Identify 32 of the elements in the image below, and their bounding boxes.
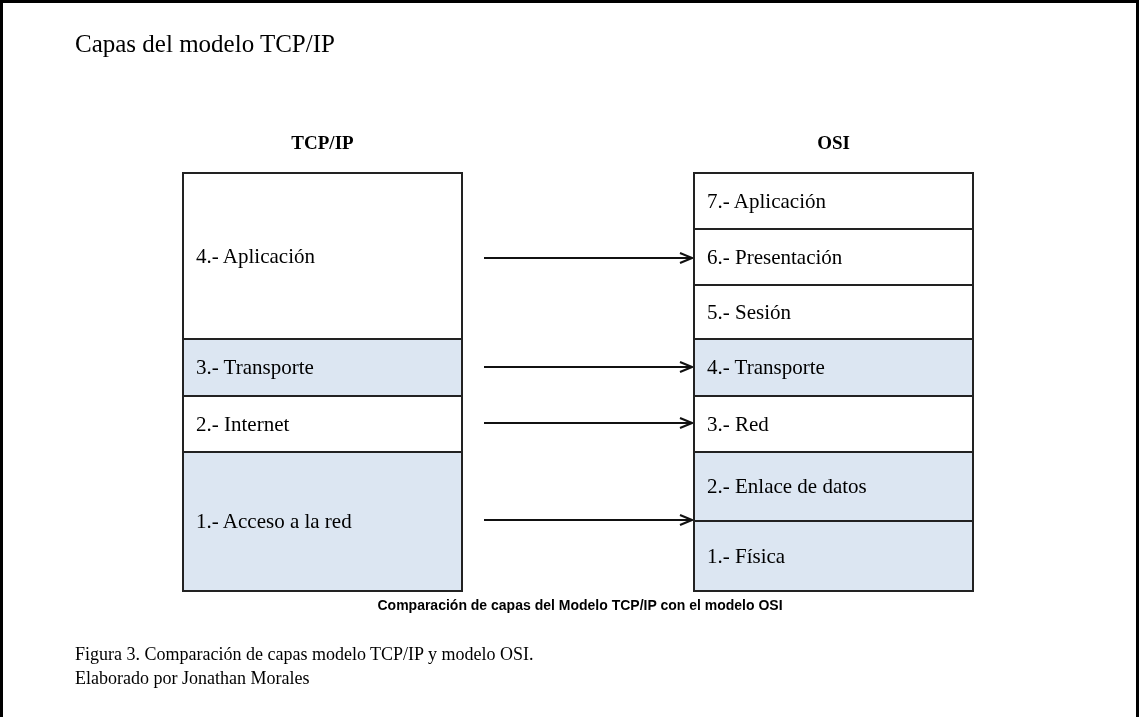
diagram-title: Capas del modelo TCP/IP bbox=[75, 30, 335, 58]
layer-box bbox=[693, 338, 974, 397]
layer-label: 5.- Sesión bbox=[707, 299, 791, 325]
layer-box bbox=[693, 228, 974, 286]
arrow bbox=[483, 361, 693, 373]
credit-note: Elaborado por Jonathan Morales bbox=[75, 668, 310, 689]
layer-label: 3.- Transporte bbox=[196, 355, 314, 380]
layer-label: 7.- Aplicación bbox=[707, 188, 826, 214]
layer-box bbox=[182, 451, 463, 592]
figure-subtitle: Comparación de capas del Modelo TCP/IP con el modelo OSI bbox=[376, 597, 784, 613]
layer-label: 2.- Enlace de datos bbox=[707, 474, 867, 499]
layer-label: 4.- Transporte bbox=[707, 355, 825, 380]
layer-box bbox=[182, 395, 463, 453]
layer-box bbox=[693, 520, 974, 592]
layer-label: 1.- Física bbox=[707, 543, 786, 569]
layer-box bbox=[693, 395, 974, 453]
layer-label: 6.- Presentación bbox=[707, 244, 843, 270]
layer-label: 1.- Acceso a la red bbox=[196, 509, 352, 534]
layer-box bbox=[693, 284, 974, 340]
layer-box bbox=[182, 172, 463, 340]
figure-caption: Figura 3. Comparación de capas modelo TCP/IP y modelo OSI. bbox=[75, 644, 534, 665]
arrow bbox=[483, 417, 693, 429]
arrow bbox=[483, 514, 693, 526]
layer-box bbox=[693, 172, 974, 230]
layer-box bbox=[693, 451, 974, 522]
layer-label: 2.- Internet bbox=[196, 411, 290, 437]
column-heading: OSI bbox=[816, 132, 851, 154]
layer-label: 4.- Aplicación bbox=[196, 243, 315, 269]
layer-label: 3.- Red bbox=[707, 411, 769, 437]
layer-box bbox=[182, 338, 463, 397]
column-heading: TCP/IP bbox=[290, 132, 355, 154]
arrow bbox=[483, 252, 693, 264]
